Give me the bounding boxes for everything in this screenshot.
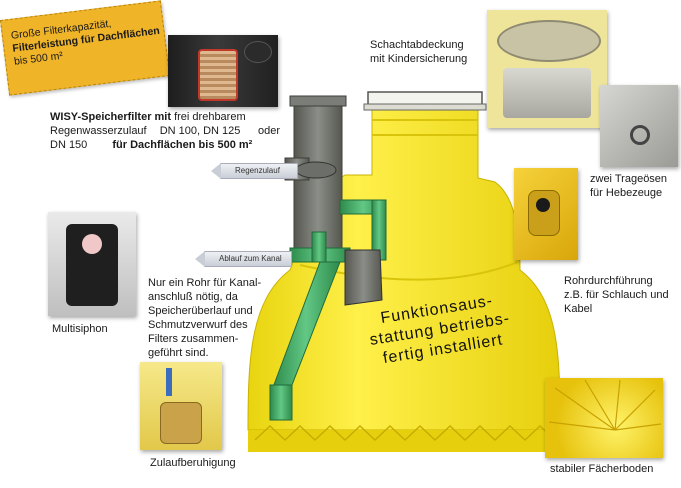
rohr-label-1: Rohrdurchführung <box>564 275 653 287</box>
faecher-label: stabiler Fächerboden <box>550 463 654 475</box>
schacht-label: Schachtabdeckung mit Kindersicherung <box>370 38 467 66</box>
rohr-text: Nur ein Rohr für Kanal- anschluß nötig, … <box>148 276 278 360</box>
regenzulauf-text: Regenzulauf <box>235 166 280 175</box>
wisy-l2a: Regenwasserzulauf <box>50 125 147 137</box>
trage-line1: zwei Trageösen <box>590 173 668 185</box>
fan-ribs <box>548 379 662 431</box>
wisy-l2b: DN 100, DN 125 <box>159 125 241 137</box>
wisy-rest: frei drehbarem <box>171 111 246 123</box>
siphon <box>344 249 383 306</box>
ablauf-arrow: Ablauf zum Kanal <box>195 251 292 267</box>
rohr-line3: Speicherüberlauf und <box>148 305 253 317</box>
rohr-line5: Filters zusammen- <box>148 333 239 345</box>
wisy-bold: WISY-Speicherfilter mit <box>50 111 172 123</box>
filter-photo <box>168 35 278 107</box>
trage-line2: für Hebezeuge <box>590 187 663 199</box>
zulauf-photo <box>140 362 222 450</box>
wisy-oder: oder <box>258 125 281 137</box>
fan-floor <box>248 430 560 452</box>
multisiphon-photo <box>48 212 136 316</box>
manhole-photo <box>487 10 607 128</box>
schacht-line2: mit Kindersicherung <box>370 53 468 65</box>
rohr-label-2: z.B. für Schlauch und <box>564 289 669 301</box>
ablauf-text: Ablauf zum Kanal <box>219 254 282 263</box>
wisy-l3a: DN 150 <box>50 139 88 151</box>
regenzulauf-arrow: Regenzulauf <box>211 163 298 179</box>
rohr-line1: Nur ein Rohr für Kanal- <box>148 277 262 289</box>
rohr-line2: anschluß nötig, da <box>148 291 238 303</box>
trageoesen-label: zwei Trageösen für Hebezeuge <box>590 172 667 200</box>
faecherboden-photo <box>545 378 663 458</box>
schacht-line1: Schachtabdeckung <box>370 39 464 51</box>
wisy-l3b: für Dachflächen bis 500 m² <box>112 139 253 151</box>
rohr-line6: geführt sind. <box>148 347 209 359</box>
trageoesen-photo <box>600 85 678 167</box>
rohr-line4: Schmutzverwurf des <box>148 319 248 331</box>
rohr-label: Rohrdurchführung z.B. für Schlauch und K… <box>564 274 669 316</box>
zulauf-label: Zulaufberuhigung <box>150 457 236 469</box>
multisiphon-label: Multisiphon <box>52 323 108 335</box>
rohrdurchfuehrung-photo <box>514 168 578 260</box>
wisy-description: WISY-Speicherfilter mit frei drehbarem R… <box>50 110 300 152</box>
rohr-label-3: Kabel <box>564 303 593 315</box>
